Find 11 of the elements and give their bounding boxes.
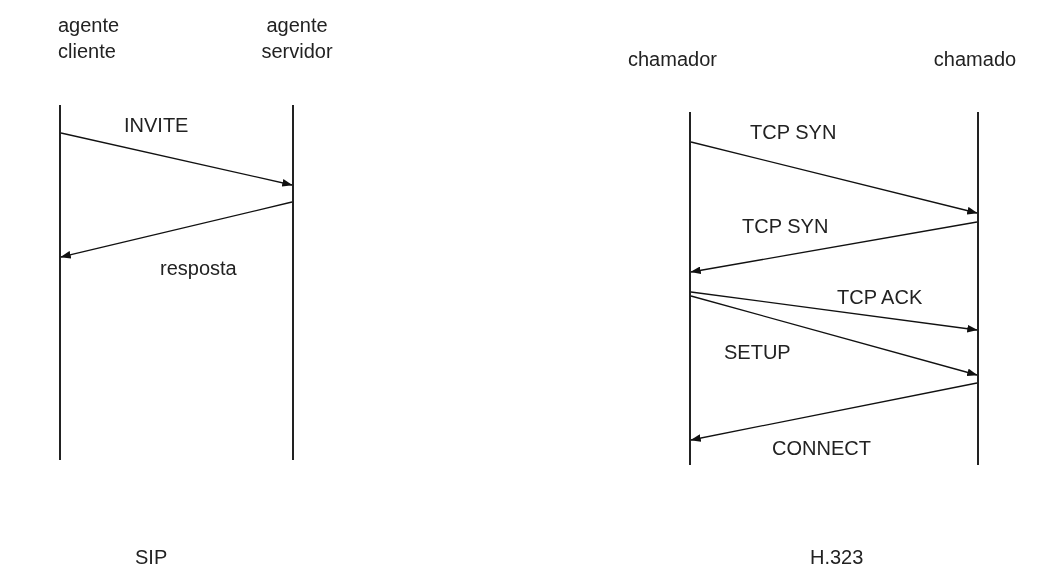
message-arrow bbox=[60, 201, 293, 259]
message-arrow bbox=[690, 221, 978, 275]
message-arrow bbox=[690, 382, 978, 442]
message-arrow bbox=[690, 291, 978, 333]
participant-name: chamado bbox=[932, 47, 1018, 72]
participant-name: chamador bbox=[628, 47, 718, 72]
message-arrow bbox=[690, 141, 978, 215]
message-arrow bbox=[60, 132, 293, 187]
participant-name: agente cliente bbox=[58, 13, 121, 64]
participant-name: agente servidor bbox=[260, 13, 334, 64]
message-arrow bbox=[690, 295, 978, 377]
